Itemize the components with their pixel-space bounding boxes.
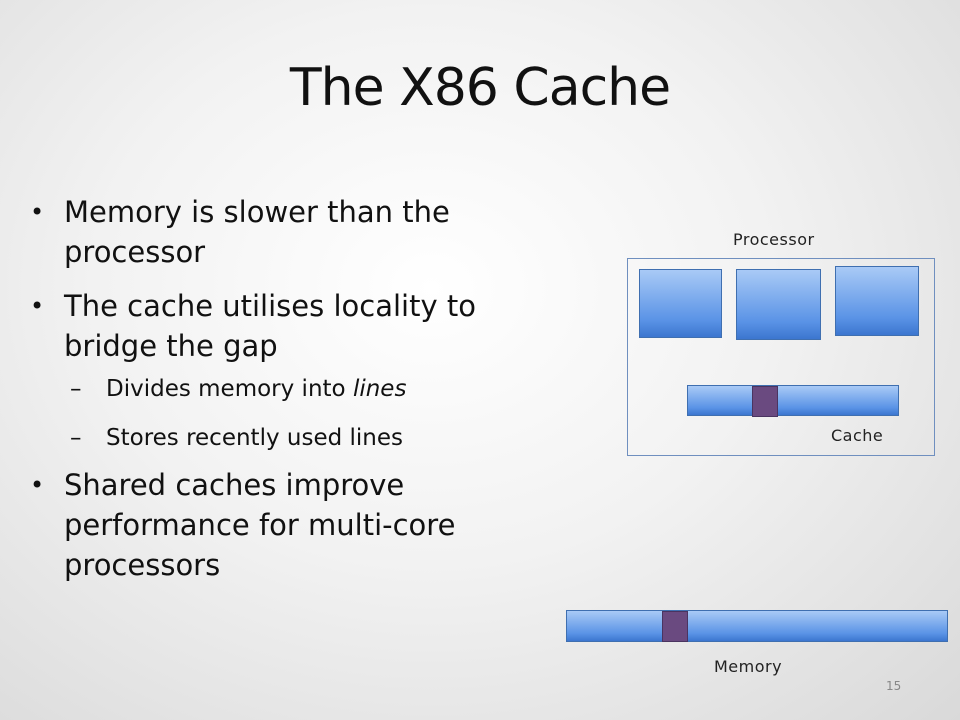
processor-core [736, 269, 821, 340]
memory-line-block [662, 611, 688, 642]
sub-bullet-emphasis: lines [352, 376, 407, 402]
bullet-item: • Memory is slower than the processor [30, 192, 560, 272]
dash-icon: – [70, 376, 82, 402]
bullet-item: • The cache utilises locality to bridge … [30, 286, 560, 366]
dash-icon: – [70, 425, 82, 451]
processor-core [835, 266, 919, 336]
bullet-item: • Shared caches improve performance for … [30, 465, 560, 585]
cache-line-block [752, 386, 778, 417]
sub-bullet-item: – Divides memory into lines [30, 374, 560, 404]
memory-label: Memory [714, 657, 783, 676]
page-number: 15 [886, 679, 902, 693]
bullet-dot-icon: • [30, 198, 45, 226]
processor-label: Processor [733, 230, 815, 249]
sub-bullet-item: – Stores recently used lines [30, 423, 560, 453]
bullet-text: Memory is slower than the processor [64, 195, 450, 269]
sub-bullet-text: Stores recently used lines [106, 425, 404, 451]
cache-label: Cache [831, 426, 884, 445]
sub-bullet-text: Divides memory into [106, 376, 353, 402]
bullet-text: Shared caches improve performance for mu… [64, 468, 456, 582]
processor-box [627, 258, 935, 456]
bullet-list: • Memory is slower than the processor • … [30, 192, 560, 599]
cache-bar [687, 385, 899, 416]
bullet-dot-icon: • [30, 292, 45, 320]
bullet-text: The cache utilises locality to bridge th… [64, 289, 476, 363]
slide-title: The X86 Cache [289, 58, 671, 118]
bullet-dot-icon: • [30, 471, 45, 499]
memory-bar [566, 610, 948, 642]
processor-core [639, 269, 722, 338]
